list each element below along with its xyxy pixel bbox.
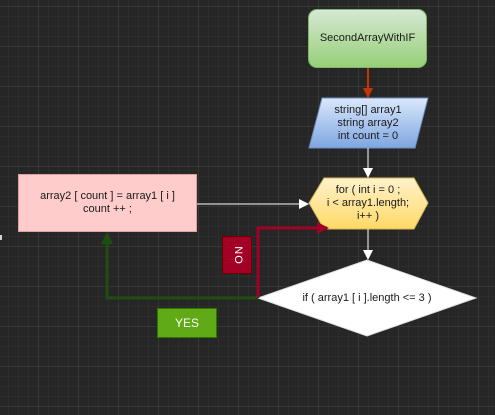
yes-label-text: YES xyxy=(174,315,199,330)
declare-node-label: string[] array1 string array2 int count … xyxy=(334,103,402,142)
loop-node[interactable] xyxy=(308,177,429,230)
start-node[interactable]: SecondArrayWithIF xyxy=(308,9,427,68)
edge-condition-no-to-loop xyxy=(256,222,329,298)
edge-condition-yes-to-process xyxy=(101,232,258,300)
declare-node[interactable] xyxy=(308,97,429,149)
yes-branch-label[interactable]: YES xyxy=(157,308,217,338)
no-label-text: NO xyxy=(231,245,244,265)
condition-node[interactable] xyxy=(256,259,478,337)
start-node-label: SecondArrayWithIF xyxy=(319,32,416,44)
process-node-label: array2 [ count ] = array1 [ i ] count ++… xyxy=(40,190,175,215)
canvas-edge-marker xyxy=(0,235,2,240)
loop-node-label: for ( int i = 0 ; i < array1.length; i++… xyxy=(326,183,410,222)
condition-node-label: if ( array1 [ i ].length <= 3 ) xyxy=(302,291,432,304)
no-branch-label[interactable]: NO xyxy=(222,236,252,274)
process-node[interactable]: array2 [ count ] = array1 [ i ] count ++… xyxy=(18,174,197,232)
